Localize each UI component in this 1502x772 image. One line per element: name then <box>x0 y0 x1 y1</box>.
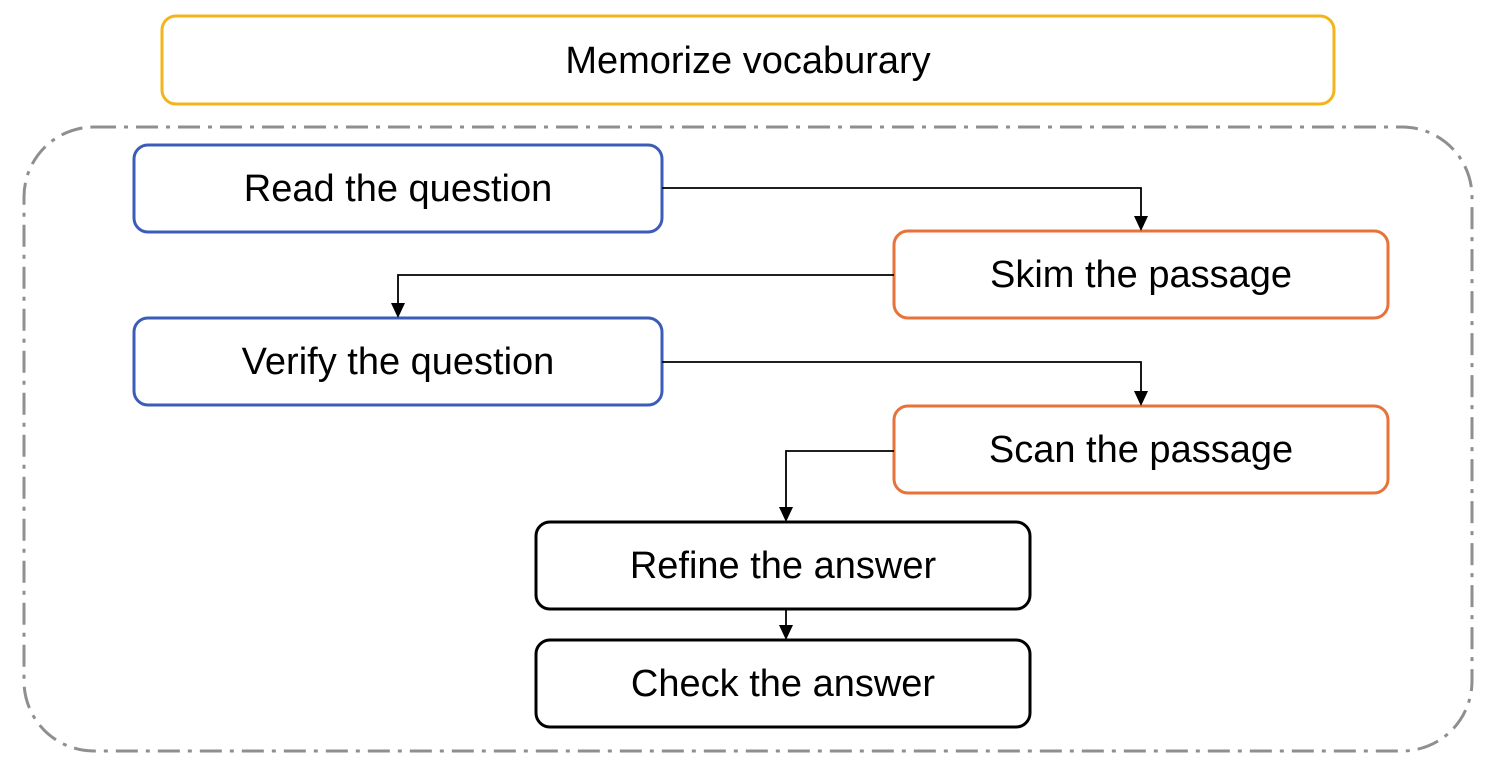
process-group-frame <box>22 125 1474 753</box>
arrowhead-verify-to-scan <box>1134 391 1148 406</box>
skim-passage-node: Skim the passage <box>892 229 1390 320</box>
check-answer-label: Check the answer <box>631 663 935 705</box>
refine-answer-label: Refine the answer <box>630 545 937 587</box>
arrowhead-read-to-skim <box>1134 216 1148 231</box>
scan-passage-label: Scan the passage <box>989 429 1293 471</box>
connector-skim-to-verify <box>397 274 894 305</box>
check-answer-node: Check the answer <box>534 638 1032 729</box>
check-answer-box <box>534 638 1032 729</box>
arrowhead-skim-to-verify <box>391 303 405 318</box>
connector-verify-to-scan <box>662 361 1142 393</box>
verify-question-node: Verify the question <box>132 316 664 407</box>
read-question-node: Read the question <box>132 143 664 234</box>
arrowhead-scan-to-refine <box>779 507 793 522</box>
memorize-vocabulary-label: Memorize vocaburary <box>565 40 930 82</box>
connector-read-to-skim <box>662 187 1142 218</box>
connector-scan-to-refine <box>785 450 894 509</box>
arrowhead-refine-to-check <box>779 625 793 640</box>
skim-passage-label: Skim the passage <box>990 254 1292 296</box>
refine-answer-node: Refine the answer <box>534 520 1032 611</box>
memorize-vocabulary-node: Memorize vocaburary <box>160 14 1336 106</box>
verify-question-label: Verify the question <box>242 341 555 383</box>
refine-answer-box <box>534 520 1032 611</box>
read-question-label: Read the question <box>244 168 552 210</box>
scan-passage-node: Scan the passage <box>892 404 1390 495</box>
memorize-vocabulary-box <box>160 14 1336 106</box>
